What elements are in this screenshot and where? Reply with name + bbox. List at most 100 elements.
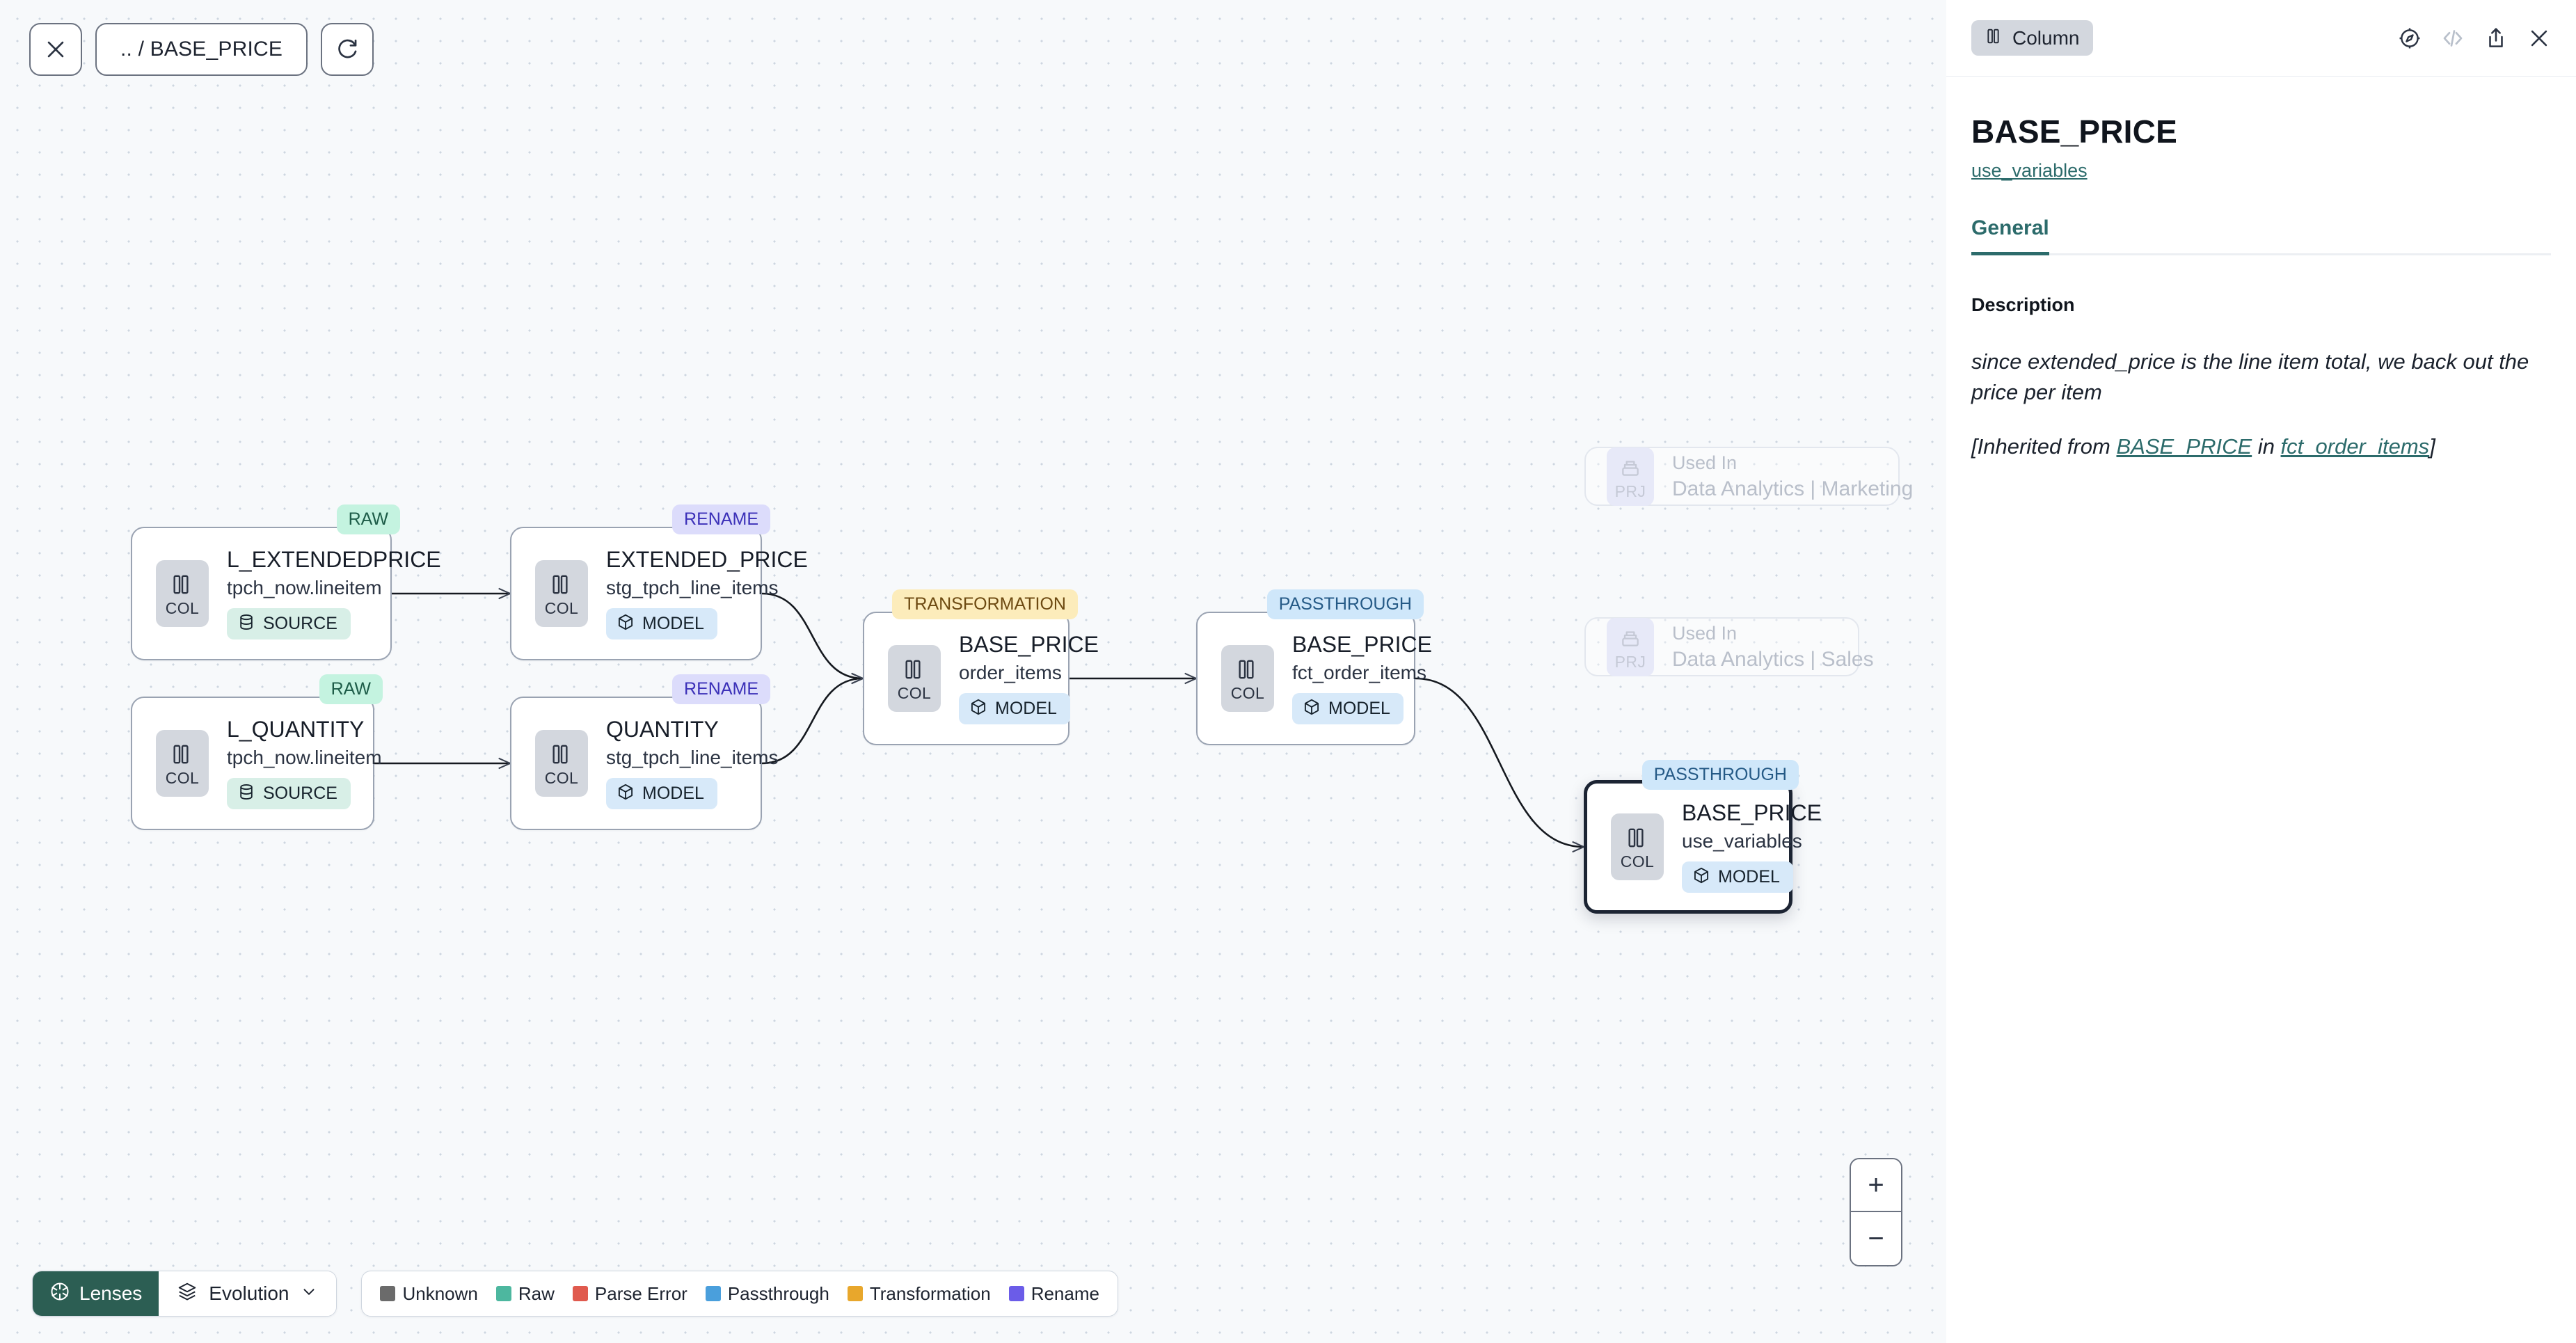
used-in-project: Data Analytics | Marketing xyxy=(1672,477,1914,500)
used-in-project: Data Analytics | Sales xyxy=(1672,647,1874,671)
inherited-model-link[interactable]: fct_order_items xyxy=(2280,434,2430,459)
column-icon xyxy=(170,571,194,598)
node-title: L_QUANTITY xyxy=(227,717,365,742)
used-in-node-used_in_marketing[interactable]: PRJ Used In Data Analytics | Marketing xyxy=(1584,447,1913,506)
node-badge-label: MODEL xyxy=(642,613,704,633)
column-icon xyxy=(170,740,194,768)
project-type-badge: PRJ xyxy=(1607,447,1654,506)
lenses-group: Lenses Evolution xyxy=(32,1271,337,1317)
panel-tabs: General xyxy=(1971,216,2551,255)
description-block: since extended_price is the line item to… xyxy=(1971,347,2535,462)
share-icon[interactable] xyxy=(2484,26,2508,50)
legend-item: Raw xyxy=(495,1282,555,1305)
compass-icon[interactable] xyxy=(2398,26,2422,50)
legend-swatch xyxy=(847,1286,863,1301)
database-icon xyxy=(237,613,255,635)
node-title: EXTENDED_PRICE xyxy=(606,547,808,573)
node-tag-rename: RENAME xyxy=(672,504,770,534)
entity-type-chip[interactable]: Column xyxy=(1971,20,2094,56)
node-kind-label: COL xyxy=(165,599,200,617)
node-badge-model: MODEL xyxy=(606,777,717,809)
node-kind-label: COL xyxy=(897,684,932,702)
node-badge-label: MODEL xyxy=(995,698,1057,718)
code-icon[interactable] xyxy=(2441,26,2465,50)
lineage-canvas[interactable]: .. / BASE_PRICE xyxy=(0,0,1946,1343)
node-tag-transformation: TRANSFORMATION xyxy=(892,589,1078,619)
legend-label: Passthrough xyxy=(727,1282,829,1304)
node-tag-rename: RENAME xyxy=(672,674,770,704)
node-badge-label: SOURCE xyxy=(263,613,337,633)
database-icon xyxy=(237,783,255,804)
zoom-out-button[interactable]: − xyxy=(1851,1212,1901,1265)
node-kind-label: PRJ xyxy=(1614,652,1646,671)
node-badge-label: MODEL xyxy=(642,783,704,803)
node-kind-label: PRJ xyxy=(1614,482,1646,500)
cube-icon xyxy=(617,613,635,635)
column-type-badge: COL xyxy=(156,560,209,627)
page-title: BASE_PRICE xyxy=(1971,113,2177,150)
node-subtitle: use_variables xyxy=(1682,830,1802,852)
column-type-badge: COL xyxy=(1611,813,1664,880)
legend-label: Parse Error xyxy=(594,1282,687,1304)
node-tag-passthrough: PASSTHROUGH xyxy=(1641,760,1799,790)
node-kind-label: COL xyxy=(544,599,579,617)
inherited-column-link[interactable]: BASE_PRICE xyxy=(2116,434,2252,459)
refresh-icon xyxy=(335,38,359,61)
column-type-badge: COL xyxy=(156,730,209,797)
parent-model-link[interactable]: use_variables xyxy=(1971,160,2088,181)
node-title: BASE_PRICE xyxy=(959,632,1099,658)
legend-swatch xyxy=(572,1286,588,1301)
node-badge-label: MODEL xyxy=(1328,698,1390,718)
canvas-toolbar: .. / BASE_PRICE xyxy=(29,23,374,76)
node-subtitle: tpch_now.lineitem xyxy=(227,747,382,769)
legend-item: Transformation xyxy=(847,1283,991,1305)
column-icon xyxy=(550,740,573,768)
node-body: Used In Data Analytics | Marketing xyxy=(1654,452,1934,501)
lenses-button[interactable]: Lenses xyxy=(33,1271,159,1316)
column-icon xyxy=(550,571,573,598)
inherited-middle: in xyxy=(2252,434,2281,459)
legend-label: Unknown xyxy=(402,1282,478,1304)
node-subtitle: stg_tpch_line_items xyxy=(606,577,779,599)
column-icon xyxy=(1985,27,2003,49)
legend-item: Rename xyxy=(1008,1283,1099,1305)
node-tag-passthrough: PASSTHROUGH xyxy=(1266,589,1424,619)
lenses-label: Lenses xyxy=(79,1282,143,1304)
close-icon[interactable] xyxy=(2527,26,2551,50)
used-in-label: Used In xyxy=(1672,452,1738,473)
project-type-badge: PRJ xyxy=(1607,617,1654,676)
chevron-down-icon xyxy=(300,1282,318,1305)
node-badge-source: SOURCE xyxy=(227,607,351,639)
inherited-note: [Inherited from BASE_PRICE in fct_order_… xyxy=(1971,431,2535,462)
breadcrumb[interactable]: .. / BASE_PRICE xyxy=(95,23,308,76)
refresh-button[interactable] xyxy=(321,23,374,76)
node-badge-model: MODEL xyxy=(1682,861,1793,893)
legend-swatch xyxy=(495,1286,511,1301)
close-button[interactable] xyxy=(29,23,82,76)
column-type-badge: COL xyxy=(1221,645,1274,712)
legend-swatch xyxy=(380,1286,396,1301)
node-tag-raw: RAW xyxy=(336,504,400,534)
tab-general[interactable]: General xyxy=(1971,216,2049,255)
lineage-node-extended_price[interactable]: RENAME COL EXTENDED_PRICE stg_tpch_line_ite… xyxy=(510,504,808,660)
legend-item: Parse Error xyxy=(572,1282,687,1305)
entity-type-label: Column xyxy=(2012,26,2080,49)
layers-icon xyxy=(177,1281,198,1307)
legend-label: Raw xyxy=(518,1282,555,1304)
node-badge-model: MODEL xyxy=(1292,692,1404,724)
node-badge-label: SOURCE xyxy=(263,783,337,803)
evolution-label: Evolution xyxy=(209,1282,289,1304)
zoom-in-button[interactable]: + xyxy=(1851,1159,1901,1212)
evolution-button[interactable]: Evolution xyxy=(159,1271,337,1316)
